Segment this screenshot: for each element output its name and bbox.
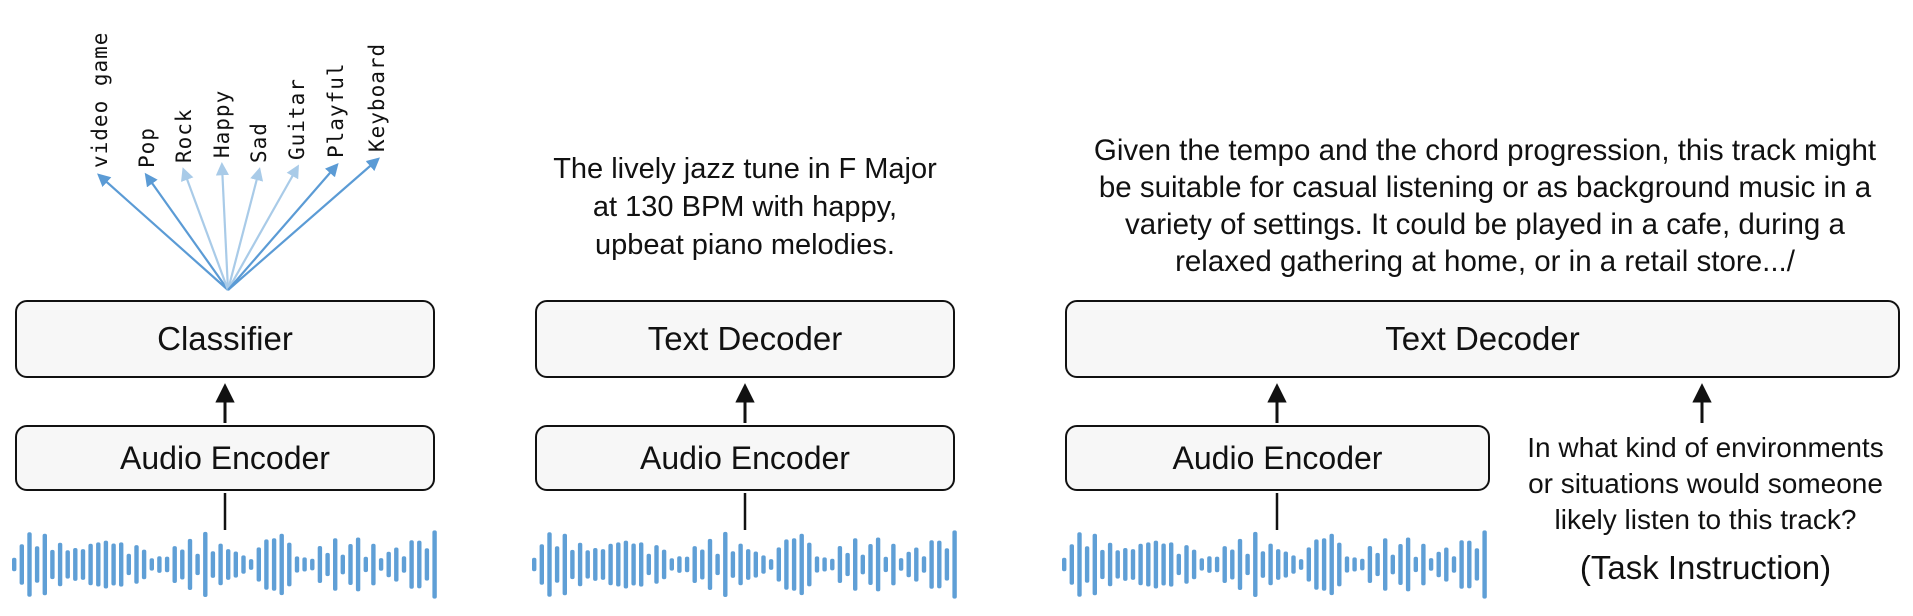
task-instruction-caption: (Task Instruction) <box>1579 549 1832 586</box>
up-arrows <box>215 383 1712 423</box>
class-label-sad: Sad <box>247 122 271 163</box>
fan-arrow <box>227 164 299 291</box>
class-label-rock: Rock <box>172 108 196 163</box>
classifier-box: Classifier <box>15 300 435 378</box>
audio-encoder-box: Audio Encoder <box>1065 425 1490 491</box>
audio-encoder-box-label: Audio Encoder <box>640 439 850 476</box>
caption-output-text: The lively jazz tune in F Major at 130 B… <box>553 153 937 261</box>
audio-encoder-box: Audio Encoder <box>15 425 435 491</box>
fan-arrow <box>97 173 229 291</box>
fan-arrow <box>215 162 230 291</box>
fan-arrow <box>226 167 264 291</box>
class-label-playful: Playful <box>324 62 348 158</box>
class-label-pop: Pop <box>135 127 159 168</box>
text-decoder-box-wide: Text Decoder <box>1065 300 1900 378</box>
class-label-guitar: Guitar <box>285 78 309 160</box>
audio-waveform <box>12 530 437 599</box>
text-decoder-box-label: Text Decoder <box>647 320 843 357</box>
instruction-output-text: Given the tempo and the chord progressio… <box>1093 134 1877 278</box>
classification-fan-arrows <box>97 157 380 291</box>
fan-arrow <box>144 172 229 291</box>
audio-waveform <box>532 530 957 599</box>
classifier-box-label: Classifier <box>157 320 293 357</box>
class-label-keyboard: Keyboard <box>365 42 389 152</box>
fan-arrow <box>181 167 230 291</box>
text-decoder-box-label: Text Decoder <box>1385 320 1580 357</box>
fan-arrow <box>227 163 339 291</box>
audio-waveform <box>1062 530 1487 599</box>
audio-encoder-box: Audio Encoder <box>535 425 955 491</box>
text-decoder-box: Text Decoder <box>535 300 955 378</box>
audio-encoder-box-label: Audio Encoder <box>120 439 330 476</box>
audio-encoder-box-label: Audio Encoder <box>1172 439 1383 476</box>
task-instruction-text: In what kind of environments or situatio… <box>1527 432 1884 535</box>
fan-arrow <box>227 157 380 291</box>
class-label-happy: Happy <box>210 89 234 158</box>
class-label-video-game: video game <box>88 31 112 168</box>
